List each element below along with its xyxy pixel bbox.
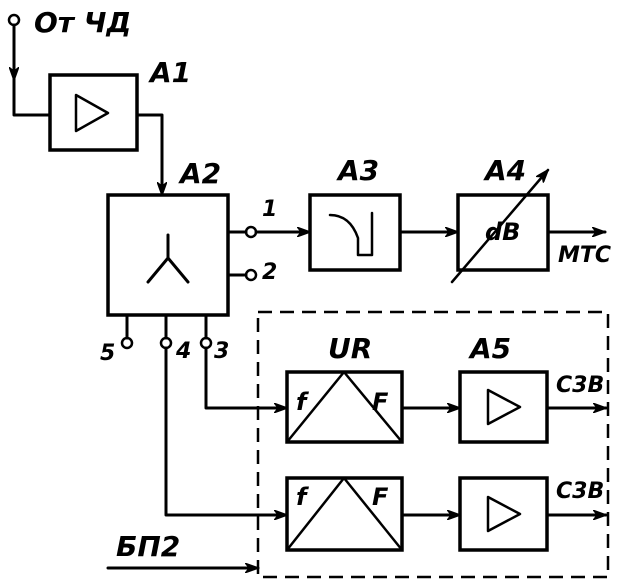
label-ur-bottom-F: F [372,483,389,511]
splitter-icon [146,233,190,284]
label-a4: A4 [483,154,526,187]
amplifier-icon [486,388,522,426]
label-ur-bottom-f: f [296,483,309,511]
label-ur: UR [328,332,372,365]
label-ur-top-F: F [372,388,389,416]
adjustable-arrow-icon [450,170,548,284]
label-port-1: 1 [262,197,277,222]
dashed-enclosure [256,310,610,579]
label-c3b-top: С3В [556,373,604,398]
block-a1 [48,73,139,152]
label-ur-top-f: f [296,388,309,416]
amplifier-icon [74,93,110,133]
label-power: БП2 [116,530,180,563]
label-mtc: МТС [558,243,611,268]
filter-response-icon [328,211,374,257]
label-a3: A3 [336,154,379,187]
block-ur-bottom [285,476,404,552]
label-port-5: 5 [100,341,115,366]
input-label: От ЧД [34,6,131,39]
label-c3b-bottom: С3В [556,479,604,504]
amplifier-icon [486,495,522,533]
wire-input-a1 [12,78,52,117]
port-5-icon [120,336,134,350]
label-a1: A1 [148,56,191,89]
label-port-3: 3 [214,339,229,364]
label-a2: A2 [178,157,221,190]
wire-port4-ur2 [164,346,289,515]
converter-triangle-bottom [285,476,404,552]
converter-triangle-top [285,370,404,444]
wire-a1-a2 [135,113,162,197]
block-ur-top [285,370,404,444]
block-a5-top [458,370,549,444]
block-a5-bottom [458,476,549,552]
port-2-icon [244,268,258,282]
label-port-2: 2 [262,260,277,285]
label-a5: A5 [468,332,511,365]
label-port-4: 4 [175,339,191,364]
wire-port3-ur1 [204,346,289,408]
